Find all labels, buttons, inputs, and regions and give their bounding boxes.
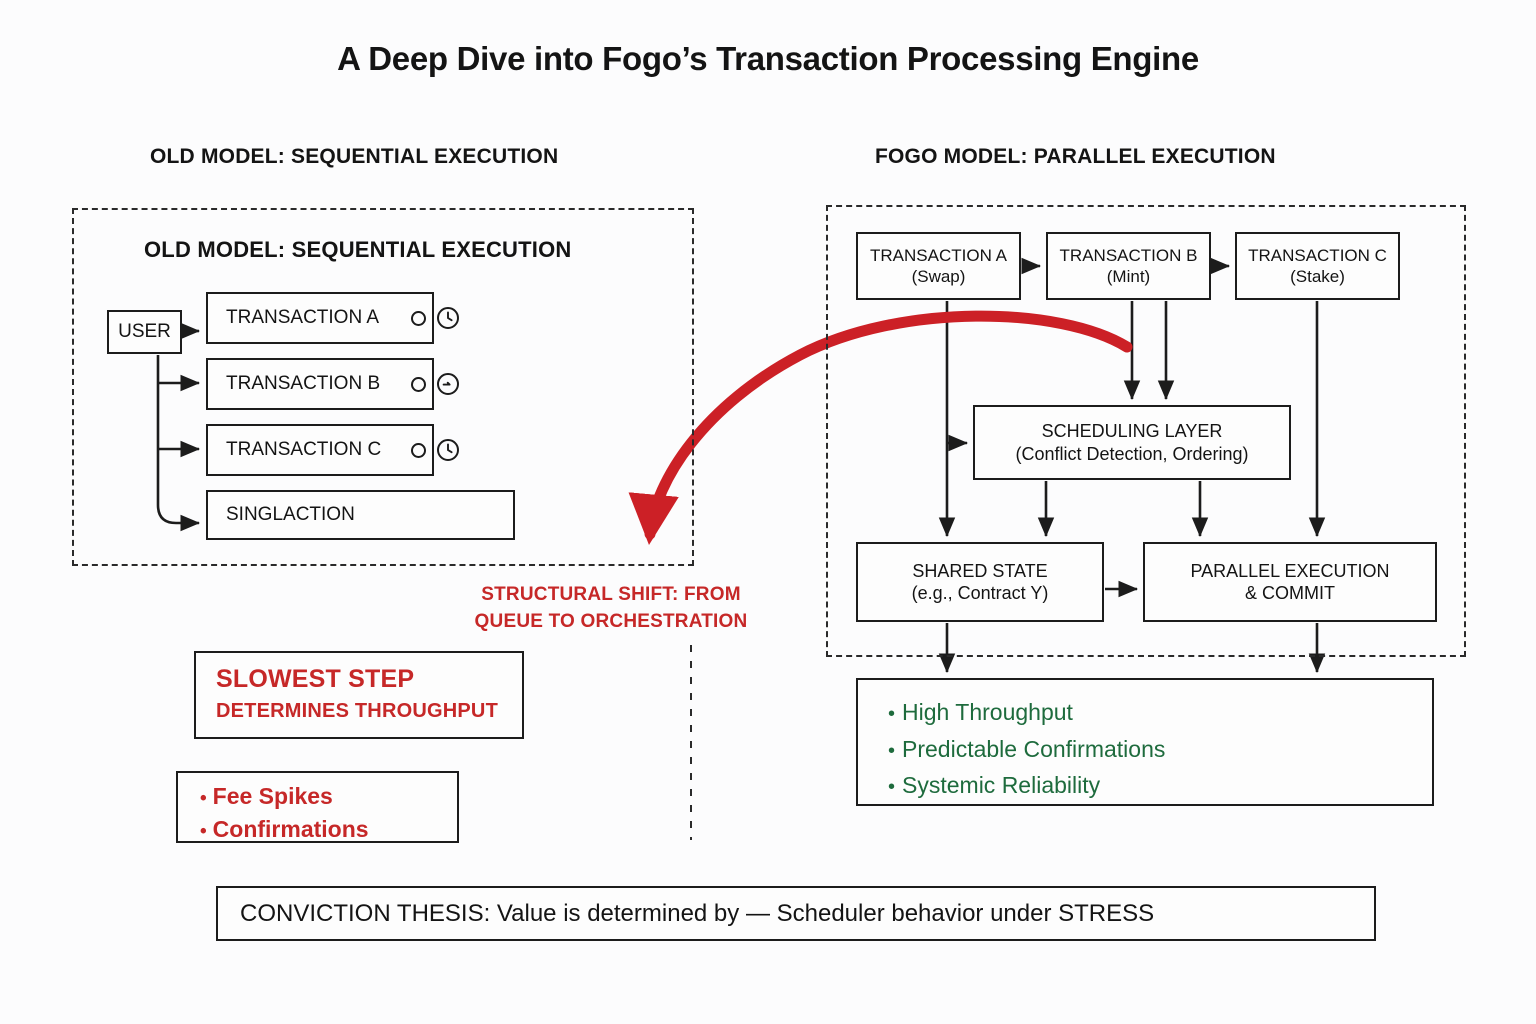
conviction-thesis-bar: CONVICTION THESIS: Value is determined b… xyxy=(216,886,1376,941)
fogo-transaction-b[interactable]: TRANSACTION B (Mint) xyxy=(1046,232,1211,300)
pain-points-box: •Fee Spikes •Confirmations xyxy=(176,771,459,843)
benefit-item: • High Throughput xyxy=(888,694,1432,731)
clock-icon xyxy=(437,373,459,395)
pain-point-label: Confirmations xyxy=(212,815,369,842)
benefit-item: • Systemic Reliability xyxy=(888,767,1432,804)
fogo-transaction-b-subtitle: (Mint) xyxy=(1106,267,1151,286)
single-action-node[interactable]: SINGLACTION xyxy=(206,490,515,540)
benefit-item: • Predictable Confirmations xyxy=(888,731,1432,768)
fogo-transaction-c-title: TRANSACTION C xyxy=(1248,245,1387,265)
scheduling-layer-title: SCHEDULING LAYER xyxy=(1041,421,1223,441)
fogo-transaction-c-subtitle: (Stake) xyxy=(1290,267,1345,286)
structural-shift-line-1: STRUCTURAL SHIFT: FROM xyxy=(481,584,741,605)
benefit-label: High Throughput xyxy=(902,699,1073,725)
fogo-transaction-a-title: TRANSACTION A xyxy=(870,245,1007,265)
old-model-panel-title: OLD MODEL: SEQUENTIAL EXECUTION xyxy=(144,237,572,262)
slowest-step-line-1: SLOWEST STEP xyxy=(216,665,415,693)
clock-icon xyxy=(437,439,459,461)
benefits-box: • High Throughput • Predictable Confirmati… xyxy=(856,678,1434,806)
fogo-model-panel xyxy=(826,205,1466,657)
benefit-label: Predictable Confirmations xyxy=(902,735,1166,762)
fogo-model-header: FOGO MODEL: PARALLEL EXECUTION xyxy=(875,145,1276,168)
benefit-label: Systemic Reliability xyxy=(902,772,1101,799)
old-transaction-a[interactable]: TRANSACTION A xyxy=(206,292,434,344)
parallel-execution-node[interactable]: PARALLEL EXECUTION & COMMIT xyxy=(1143,542,1437,622)
user-node[interactable]: USER xyxy=(107,310,182,354)
fogo-transaction-a-subtitle: (Swap) xyxy=(911,267,966,286)
shared-state-title: SHARED STATE xyxy=(912,560,1048,581)
parallel-execution-subtitle: & COMMIT xyxy=(1245,583,1335,603)
bullet-icon: • xyxy=(888,776,896,799)
bullet-icon: • xyxy=(888,703,896,725)
pain-point-item: •Confirmations xyxy=(200,813,457,846)
bullet-icon: • xyxy=(200,788,207,809)
scheduling-layer-node[interactable]: SCHEDULING LAYER (Conflict Detection, Or… xyxy=(973,405,1291,480)
shared-state-subtitle: (e.g., Contract Y) xyxy=(911,583,1049,603)
fogo-transaction-a[interactable]: TRANSACTION A (Swap) xyxy=(856,232,1021,300)
structural-shift-callout: STRUCTURAL SHIFT: FROM QUEUE TO ORCHESTR… xyxy=(441,582,781,636)
bullet-icon: • xyxy=(888,739,896,762)
structural-shift-line-2: QUEUE TO ORCHESTRATION xyxy=(474,610,748,632)
page-title: A Deep Dive into Fogo’s Transaction Proc… xyxy=(337,40,1199,77)
fogo-transaction-c[interactable]: TRANSACTION C (Stake) xyxy=(1235,232,1400,300)
scheduling-layer-subtitle: (Conflict Detection, Ordering) xyxy=(1015,443,1249,464)
circle-icon xyxy=(411,443,426,458)
old-model-header: OLD MODEL: SEQUENTIAL EXECUTION xyxy=(150,145,559,168)
old-transaction-b[interactable]: TRANSACTION B xyxy=(206,358,434,410)
circle-icon xyxy=(411,377,426,392)
circle-icon xyxy=(411,311,426,326)
shared-state-node[interactable]: SHARED STATE (e.g., Contract Y) xyxy=(856,542,1104,622)
clock-icon xyxy=(437,307,459,329)
pain-point-label: Fee Spikes xyxy=(212,783,333,809)
pain-point-item: •Fee Spikes xyxy=(200,780,457,813)
bullet-icon: • xyxy=(200,820,207,842)
slowest-step-line-2: DETERMINES THROUGHPUT xyxy=(216,699,498,722)
old-model-panel xyxy=(72,208,694,566)
parallel-execution-title: PARALLEL EXECUTION xyxy=(1190,560,1390,581)
fogo-transaction-b-title: TRANSACTION B xyxy=(1059,245,1198,265)
slowest-step-box: SLOWEST STEP DETERMINES THROUGHPUT xyxy=(194,651,524,739)
old-transaction-c[interactable]: TRANSACTION C xyxy=(206,424,434,476)
